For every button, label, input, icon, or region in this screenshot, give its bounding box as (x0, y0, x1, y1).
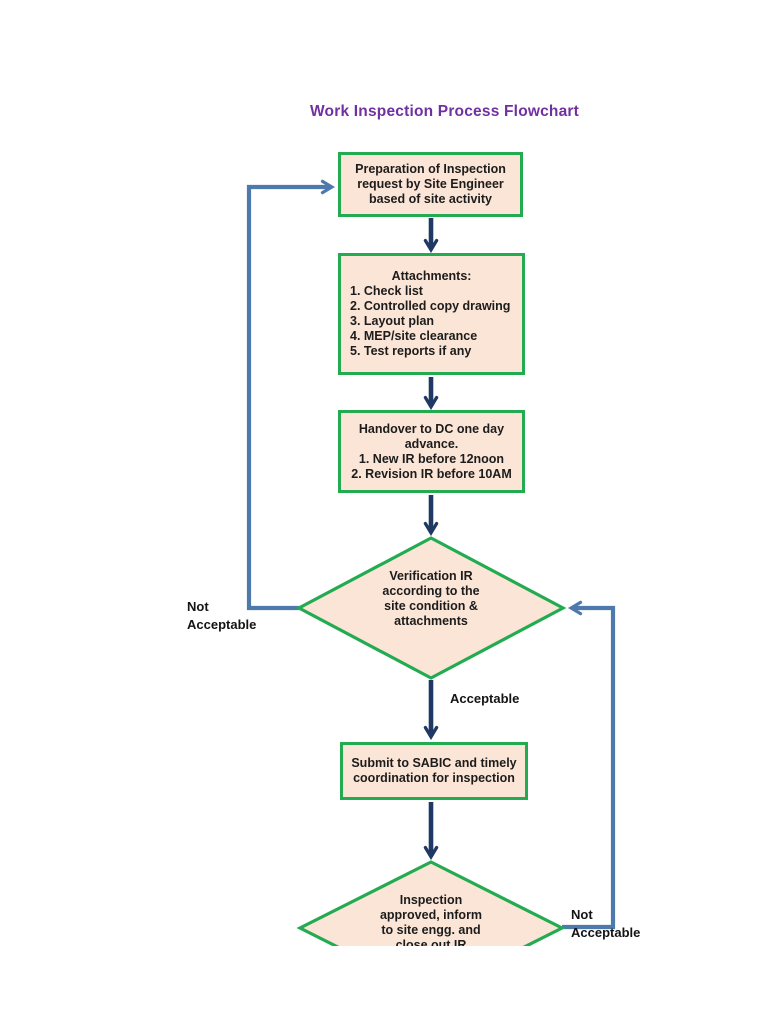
decision-approval-shape (296, 860, 566, 946)
page-title: Work Inspection Process Flowchart (310, 103, 580, 120)
connector-not-acceptable-loop-left (246, 187, 330, 611)
process-attachments-heading: Attachments: (391, 269, 472, 283)
process-submit: Submit to SABIC and timely coordination … (340, 742, 528, 800)
process-attachments: Attachments: 1. Check list 2. Controlled… (338, 253, 525, 375)
flowchart-canvas: Preparation of Inspection request by Sit… (187, 0, 641, 946)
label-not-acceptable-left: Not Acceptable (187, 599, 257, 632)
process-preparation-text: Preparation of Inspection request by Sit… (355, 162, 506, 206)
connector-not-acceptable-loop-right (562, 608, 616, 930)
decision-verification-shape (295, 536, 567, 680)
process-preparation: Preparation of Inspection request by Sit… (338, 152, 523, 217)
label-not-acceptable-right: Not Acceptable (571, 907, 641, 940)
process-handover-text: Handover to DC one day advance. 1. New I… (351, 421, 512, 481)
process-attachments-items: 1. Check list 2. Controlled copy drawing… (350, 284, 511, 358)
process-submit-text: Submit to SABIC and timely coordination … (351, 756, 517, 785)
label-acceptable: Acceptable (450, 691, 520, 706)
process-handover: Handover to DC one day advance. 1. New I… (338, 410, 525, 493)
decision-verification-text: Verification IR according to the site co… (382, 569, 480, 628)
flowchart-connectors (246, 0, 616, 946)
decision-approval-text: Inspection approved, inform to site engg… (379, 893, 483, 946)
